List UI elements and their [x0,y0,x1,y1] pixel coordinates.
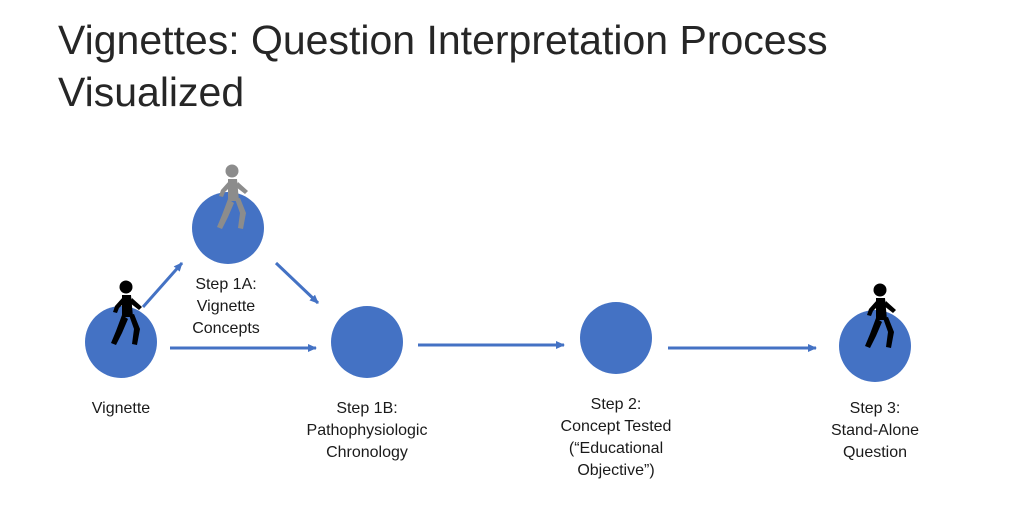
node-step-3-circle [839,310,911,382]
arrow-step-1a-to-step-1b [274,261,320,305]
vignette-label: Vignette [91,400,151,417]
node-vignette-circle [85,306,157,378]
step-1b-label: Step 1B: Pathophysiologic Chronology [306,400,428,461]
step-2-label: Step 2: Concept Tested (“Educational Obj… [560,396,672,479]
step-1a-label: Step 1A: Vignette Concepts [192,276,260,337]
arrow-vignette-to-step-1a [141,262,184,308]
slide-title: Vignettes: Question Interpretation Proce… [58,17,828,115]
node-step-1b-circle [331,306,403,378]
step-3-label: Step 3: Stand-Alone Question [830,400,920,461]
node-step-2-circle [580,302,652,374]
node-step-1a-circle [192,192,264,264]
